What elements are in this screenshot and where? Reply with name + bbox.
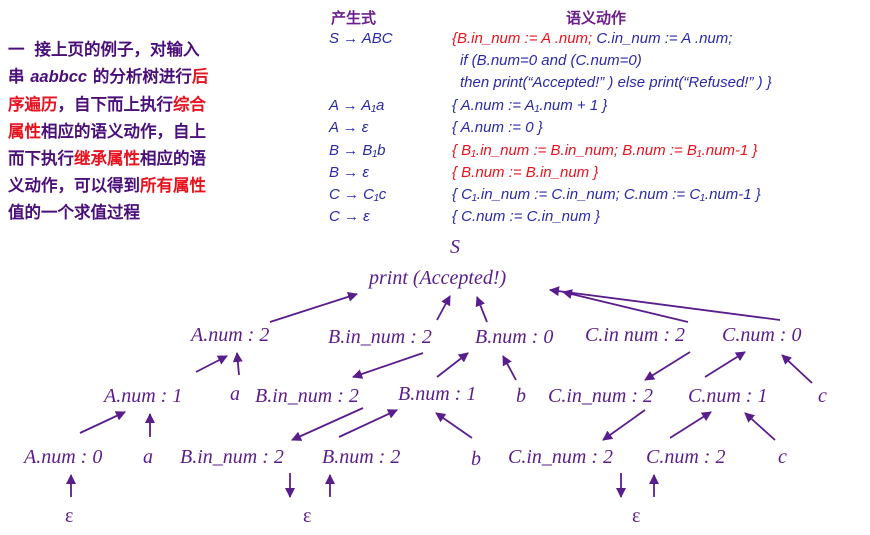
production-a-eps: A → ε	[329, 119, 369, 136]
arrow-bnum2-to-bnum1	[338, 409, 398, 438]
arrow-a2-to-print	[269, 291, 358, 323]
tree-c-in-num-mid: C.in_num : 2	[548, 385, 653, 407]
tree-epsilon-c: ε	[632, 505, 641, 527]
intro-text-6: ，自下而上执行	[57, 95, 174, 114]
action-c-rec: { C₁.in_num := C.in_num; C.num := C₁.num…	[452, 186, 761, 203]
intro-highlight-order: 序遍历	[8, 95, 58, 114]
action-c-eps: { C.num := C.in_num }	[452, 208, 600, 225]
arrow-cleaf2-to-cnum1	[744, 412, 776, 441]
tree-a-leaf-upper: a	[230, 383, 240, 405]
action-b-eps: { B.num := B.in_num }	[452, 164, 599, 181]
action-a-eps: { A.num := 0 }	[452, 119, 543, 136]
production-c-rec: C → C₁c	[329, 186, 387, 203]
action-s-line1-red: {B.in_num := A .num;	[452, 30, 593, 47]
intro-text-12: 相应的语	[140, 149, 206, 168]
production-a-rec: A → A₁a	[329, 97, 385, 114]
arrow-bin-top-to-mid	[352, 352, 424, 379]
arrow-aleaf-to-a2	[232, 352, 243, 376]
tree-a-num-0: A.num : 0	[24, 446, 103, 468]
arrow-bin-to-print	[436, 295, 451, 321]
arrow-bleaf2-to-bnum1	[435, 412, 473, 439]
arrow-bnum1-to-bnum0	[436, 352, 469, 378]
tree-b-leaf-lower: b	[471, 448, 481, 470]
production-b-rec: B → B₁b	[329, 142, 386, 159]
arrow-cnum1-to-cnum0	[704, 351, 746, 378]
intro-text-1: 接上页的例子，对输入	[34, 40, 200, 59]
tree-print-node: print (Accepted!)	[369, 267, 507, 289]
action-s-line1: {B.in_num := A .num; C.in_num := A .num;	[452, 30, 732, 47]
header-semantic-action: 语义动作	[566, 9, 627, 27]
arrow-cnum-to-print	[549, 286, 781, 321]
intro-highlight-attr: 属性	[8, 122, 41, 141]
production-s: S → ABC	[329, 30, 393, 47]
tree-b-in-num-mid: B.in_num : 2	[255, 385, 359, 407]
header-production: 产生式	[331, 9, 377, 27]
arrow-cnum2-to-cnum1	[669, 411, 712, 439]
intro-text-15: 值的一个求值过程	[8, 203, 140, 222]
action-a-rec: { A.num := A₁.num + 1 }	[452, 97, 608, 114]
intro-text-13: 义动作，可以得到	[8, 176, 140, 195]
action-s-line2: if (B.num=0 and (C.num=0)	[460, 52, 642, 69]
tree-b-leaf-upper: b	[516, 385, 526, 407]
tree-a-leaf-lower: a	[143, 446, 153, 468]
tree-b-in-num-bot: B.in_num : 2	[180, 446, 284, 468]
tree-c-leaf-lower: c	[778, 446, 787, 468]
intro-highlight-inherited: 继承属性	[74, 149, 140, 168]
intro-text-10: 而下执行	[8, 149, 74, 168]
action-s-line1-rest: C.in_num := A .num;	[596, 30, 733, 47]
intro-text-2: 串	[8, 67, 25, 86]
tree-c-num-1: C.num : 1	[688, 385, 768, 407]
intro-highlight-synth: 综合	[173, 95, 206, 114]
arrow-cin-top-to-mid	[644, 351, 691, 381]
action-s-line3: then print(“Accepted!” ) else print(“Ref…	[460, 74, 772, 91]
tree-b-in-num-top: B.in_num : 2	[328, 326, 432, 348]
tree-c-leaf-upper: c	[818, 385, 827, 407]
arrow-a0-to-a1	[79, 411, 126, 434]
tree-c-num-0: C.num : 0	[722, 324, 802, 346]
arrow-a1-to-a2	[195, 355, 228, 373]
intro-text-9: 相应的语义动作，自上	[41, 122, 206, 141]
intro-paragraph: 一接上页的例子，对输入 串 aabbcc 的分析树进行后 序遍历，自下而上执行综…	[8, 36, 276, 226]
tree-c-num-2: C.num : 2	[646, 446, 726, 468]
arrow-bin-mid-to-bot	[291, 407, 364, 441]
intro-highlight-all-attrs: 所有属性	[140, 176, 206, 195]
tree-a-num-1: A.num : 1	[104, 385, 183, 407]
tree-b-num-2: B.num : 2	[322, 446, 401, 468]
intro-text-3: 的分析树进行	[92, 67, 192, 86]
arrow-cin-to-print	[562, 289, 689, 323]
intro-highlight-post: 后	[191, 67, 209, 86]
action-b-rec: { B₁.in_num := B.in_num; B.num := B₁.num…	[452, 142, 758, 159]
tree-epsilon-b: ε	[303, 505, 312, 527]
arrow-bnum-to-print	[475, 296, 488, 323]
production-c-eps: C → ε	[329, 208, 370, 225]
arrow-bleaf-to-bnum0	[502, 355, 517, 381]
tree-epsilon-a: ε	[65, 505, 74, 527]
production-b-eps: B → ε	[329, 164, 369, 181]
tree-c-in-num-top: C.in num : 2	[585, 324, 685, 346]
tree-b-num-1: B.num : 1	[398, 383, 477, 405]
tree-a-num-2: A.num : 2	[191, 324, 270, 346]
intro-input-string: aabbcc	[30, 68, 88, 86]
tree-b-num-0: B.num : 0	[475, 326, 554, 348]
arrow-cleaf-to-cnum0	[781, 354, 813, 384]
tree-c-in-num-bot: C.in_num : 2	[508, 446, 613, 468]
tree-root-s: S	[450, 236, 460, 258]
intro-dash: 一	[8, 40, 25, 59]
arrow-cin-mid-to-bot	[602, 409, 646, 441]
